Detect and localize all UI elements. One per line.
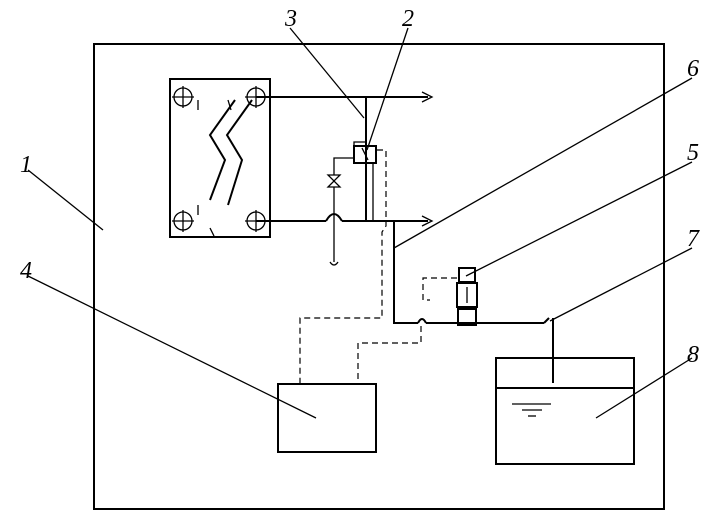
control-signal-lines [299,149,457,384]
control-box-4 [277,383,377,453]
water-tank-8 [495,357,635,465]
label-5: 5 [687,140,699,166]
pipe-6 [386,220,554,383]
controller-2 [353,145,377,164]
pipes [256,91,434,266]
label-3: 3 [284,6,297,32]
heat-exchanger [169,78,271,238]
label-2: 2 [402,6,414,32]
label-8: 8 [687,342,699,368]
label-7: 7 [687,226,700,252]
leader-lines [27,27,693,419]
label-4: 4 [20,258,32,284]
label-1: 1 [20,152,32,178]
label-6: 6 [687,56,699,82]
bypass-valve [326,174,342,188]
outer-frame [93,43,665,510]
pump-5 [456,267,478,326]
